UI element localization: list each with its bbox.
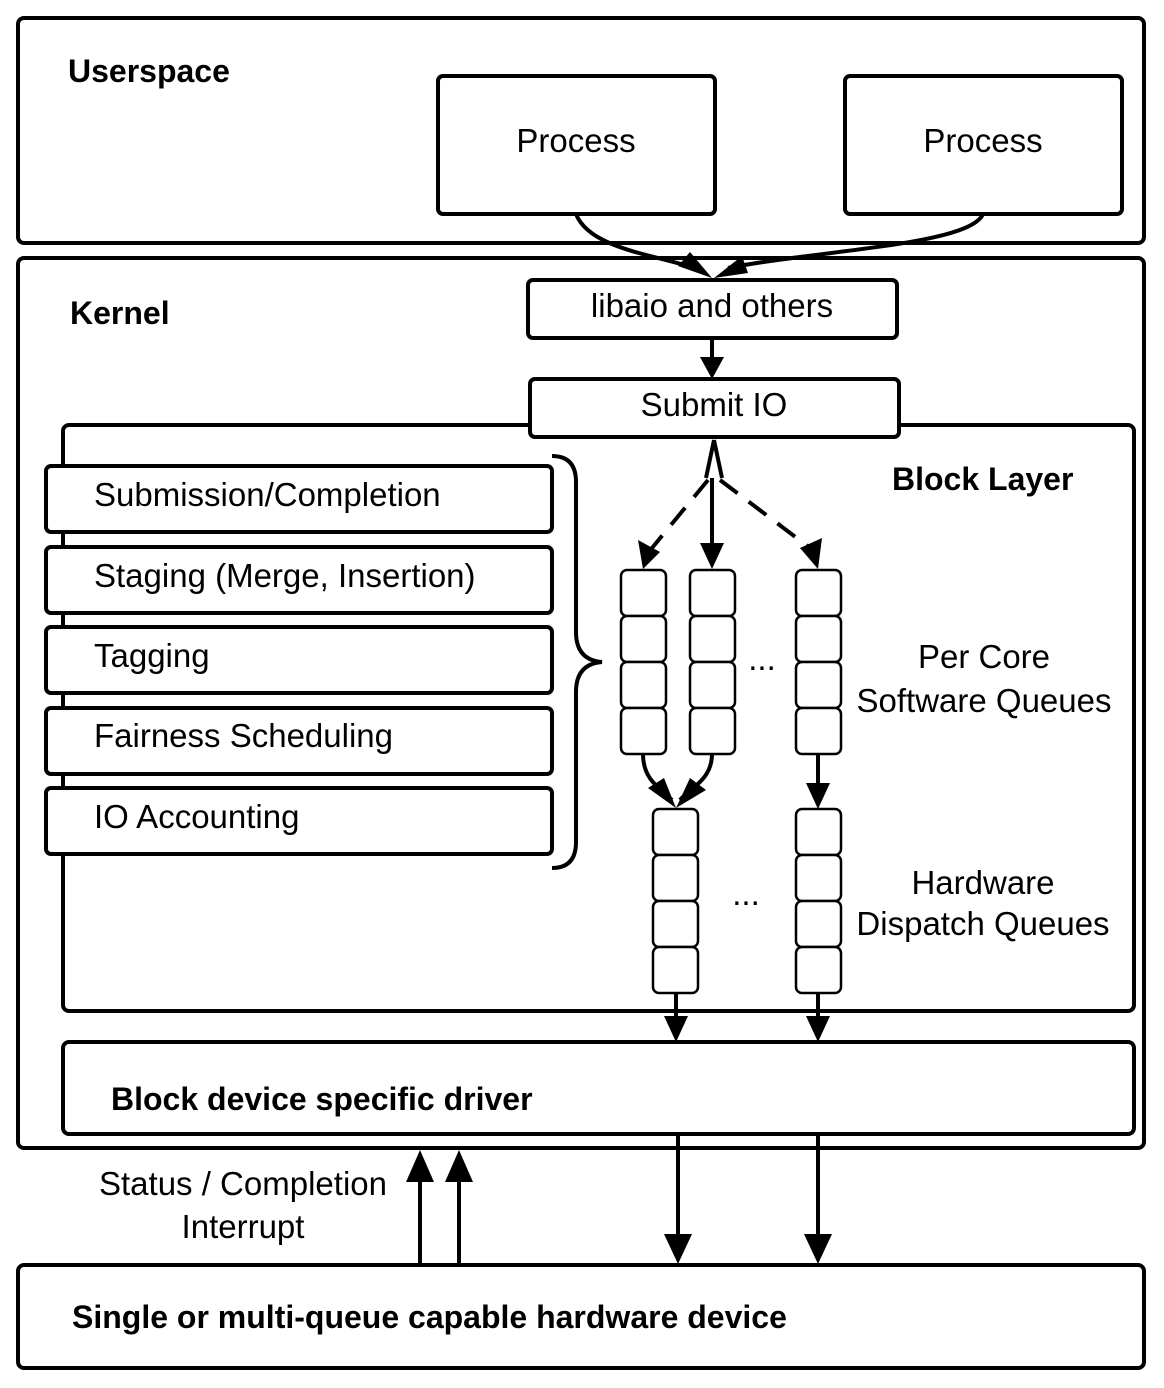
hardware-queues-label-1: Hardware (911, 864, 1054, 901)
kernel-section: Kernel Block Layer libaio and others Sub… (16, 256, 1146, 1150)
arrow-head (714, 256, 748, 278)
arrow-head (676, 778, 706, 808)
arrow-head (638, 540, 660, 569)
hardware-device-label: Single or multi-queue capable hardware d… (72, 1299, 787, 1335)
arrow-process2-to-libaio (727, 212, 985, 270)
queue-slot (651, 807, 700, 857)
function-label-accounting: IO Accounting (94, 798, 299, 835)
queue-slot (794, 853, 843, 903)
userspace-section: Userspace Process Process (16, 16, 1146, 245)
arrow-head (664, 1016, 688, 1042)
queue-slot (651, 945, 700, 995)
software-queue-n (794, 568, 843, 756)
queue-slot (619, 706, 668, 756)
userspace-title: Userspace (68, 53, 230, 89)
queue-slot (619, 660, 668, 710)
arrow-head (445, 1150, 473, 1182)
software-queues-label-1: Per Core (918, 638, 1050, 675)
arrow-head (678, 252, 712, 278)
submit-io-label: Submit IO (641, 386, 788, 423)
process-box-2 (843, 74, 1124, 216)
queue-slot (651, 899, 700, 949)
kernel-title: Kernel (70, 295, 170, 331)
block-layer-functions: Submission/Completion Staging (Merge, In… (44, 464, 554, 856)
queue-slot (794, 807, 843, 857)
function-box-accounting (44, 786, 554, 856)
software-queues-ellipsis: ... (748, 640, 776, 677)
queue-slot (794, 899, 843, 949)
software-queue-1 (619, 568, 668, 756)
queue-slot (794, 614, 843, 664)
function-label-fairness: Fairness Scheduling (94, 717, 393, 754)
interrupt-label-1: Status / Completion (99, 1165, 387, 1202)
arrow-head (806, 783, 830, 809)
arrow-head (800, 538, 822, 569)
function-label-staging: Staging (Merge, Insertion) (94, 557, 476, 594)
queue-slot (688, 706, 737, 756)
queue-slot (794, 945, 843, 995)
submit-io-box (528, 377, 901, 439)
driver-box (61, 1040, 1136, 1136)
arrow-head (804, 1234, 832, 1264)
arrow-head (700, 543, 724, 569)
arrow-head (806, 1016, 830, 1042)
queue-slot (619, 568, 668, 618)
arrow-head (664, 1234, 692, 1264)
hardware-queues-ellipsis: ... (732, 875, 760, 912)
libaio-label: libaio and others (591, 287, 833, 324)
connectors (406, 212, 985, 1265)
interrupt-label-2: Interrupt (182, 1208, 305, 1245)
curly-brace (551, 454, 603, 870)
hardware-queue-1 (651, 807, 700, 995)
arrow-head (648, 778, 676, 808)
queue-slot (794, 706, 843, 756)
queue-slot (688, 660, 737, 710)
arrow-head (700, 357, 724, 379)
hardware-queues-label-2: Dispatch Queues (856, 905, 1109, 942)
function-box-submission (44, 464, 554, 534)
queue-slot (794, 568, 843, 618)
hardware-queue-n (794, 807, 843, 995)
dashed-arrow-to-sw-queue-n (718, 478, 812, 550)
process-label-1: Process (516, 122, 635, 159)
software-queues: ... Per Core Software Queues (619, 568, 1112, 756)
hardware-device-section: Single or multi-queue capable hardware d… (16, 1263, 1146, 1370)
function-label-submission: Submission/Completion (94, 476, 441, 513)
queue-slot (688, 614, 737, 664)
software-queues-label-2: Software Queues (857, 682, 1112, 719)
submit-fork (704, 439, 724, 479)
function-box-tagging (44, 625, 554, 695)
dashed-arrow-to-sw-queue-1 (650, 478, 710, 550)
hardware-queues: ... Hardware Dispatch Queues (651, 807, 1110, 995)
queue-slot (651, 853, 700, 903)
arrow-head (406, 1150, 434, 1182)
software-queue-2 (688, 568, 737, 756)
queue-slot (619, 614, 668, 664)
function-label-tagging: Tagging (94, 637, 210, 674)
driver-label: Block device specific driver (111, 1081, 533, 1117)
block-layer-title: Block Layer (892, 461, 1073, 497)
function-box-staging (44, 545, 554, 615)
hardware-device-box (16, 1263, 1146, 1370)
queue-slot (794, 660, 843, 710)
queue-slot (688, 568, 737, 618)
function-box-fairness (44, 706, 554, 776)
process-label-2: Process (923, 122, 1042, 159)
